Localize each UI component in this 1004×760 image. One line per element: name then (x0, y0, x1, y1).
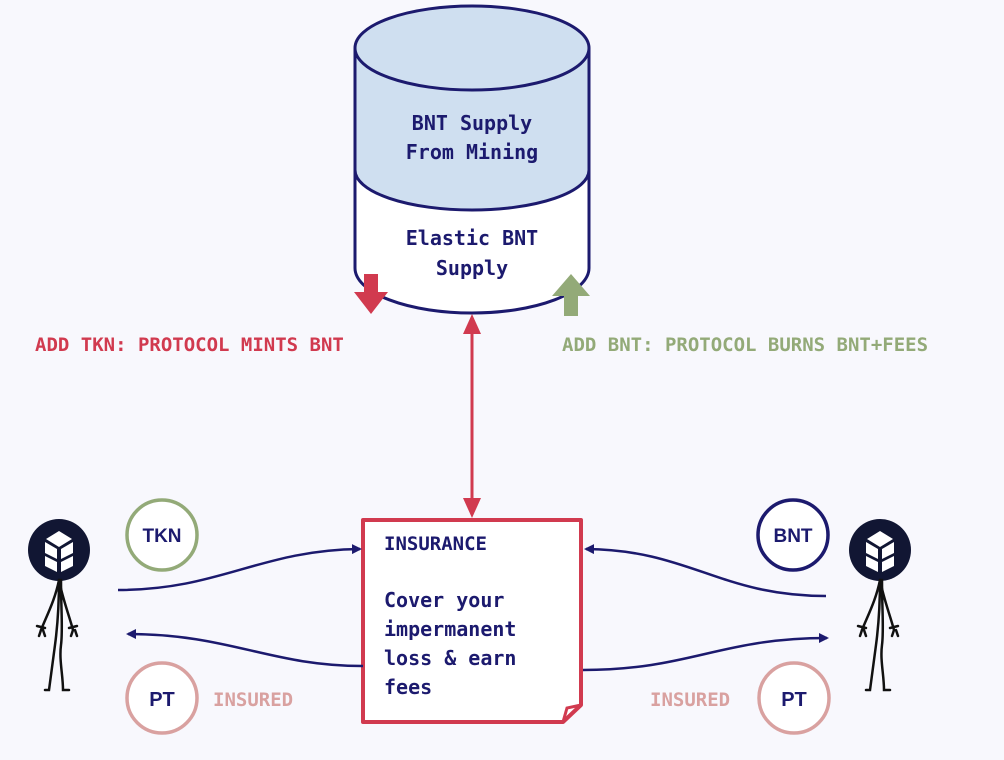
arrowhead-down-icon (463, 498, 481, 518)
svg-text:BNT: BNT (773, 526, 812, 547)
bnt-supply-cylinder: BNT Supply From Mining Elastic BNT Suppl… (353, 4, 591, 315)
insurance-line-2: impermanent (384, 617, 516, 641)
svg-text:PT: PT (781, 689, 807, 711)
left-pt-token-circle: PT (125, 661, 199, 735)
tkn-deposit-arrow (117, 544, 362, 592)
cylinder-top-fill (355, 48, 589, 210)
page-curl-icon (561, 703, 582, 723)
cylinder-bottom-label-1: Elastic BNT (406, 226, 538, 250)
bnt-token-circle: BNT (756, 498, 830, 572)
burn-up-arrow-icon (552, 274, 590, 316)
svg-text:PT: PT (149, 689, 175, 711)
left-user-icon (28, 519, 90, 692)
right-user-icon (849, 519, 911, 692)
add-tkn-label: ADD TKN: PROTOCOL MINTS BNT (35, 334, 344, 356)
cylinder-top-label-1: BNT Supply (412, 111, 532, 135)
insurance-line-3: loss & earn (384, 646, 516, 670)
tkn-token-circle: TKN (125, 498, 199, 572)
insurance-title: INSURANCE (384, 533, 487, 555)
cylinder-insurance-connector (463, 314, 481, 518)
insurance-line-1: Cover your (384, 588, 504, 612)
insurance-line-4: fees (384, 675, 432, 699)
arrowhead-up-icon (463, 314, 481, 334)
cylinder-top-label-2: From Mining (406, 140, 538, 164)
insurance-box: INSURANCE Cover your impermanent loss & … (361, 518, 583, 724)
right-pt-token-circle: PT (757, 661, 831, 735)
svg-text:TKN: TKN (142, 526, 181, 547)
left-pt-return-arrow (126, 629, 364, 668)
cylinder-bottom-label-2: Supply (436, 256, 508, 280)
right-insured-label: INSURED (650, 689, 730, 711)
add-bnt-label: ADD BNT: PROTOCOL BURNS BNT+FEES (562, 334, 928, 356)
right-pt-return-arrow (582, 633, 829, 672)
cylinder-top-ellipse (353, 4, 591, 92)
left-insured-label: INSURED (213, 689, 293, 711)
cylinder-divider (353, 169, 591, 212)
mint-down-arrow-icon (354, 274, 388, 314)
bnt-deposit-arrow (584, 544, 827, 598)
